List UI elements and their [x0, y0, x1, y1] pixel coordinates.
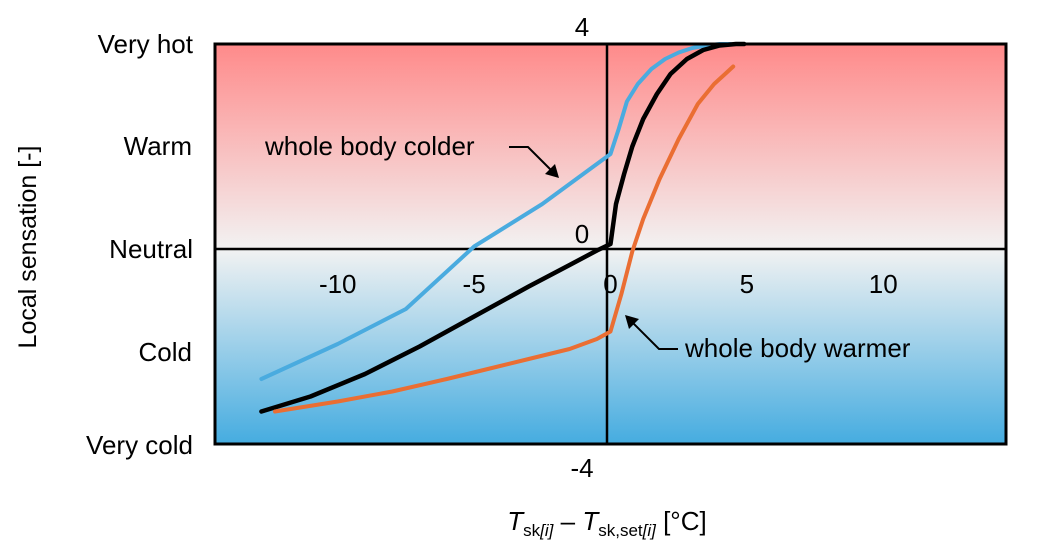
annotation-warmer-leader — [632, 322, 678, 350]
annotation-warmer-arrowhead — [625, 315, 639, 329]
y-value-zero: 0 — [575, 219, 589, 249]
y-label-neutral: Neutral — [109, 234, 193, 264]
x-title-var2: T — [582, 506, 600, 536]
x-title-sub2-italic: [i] — [642, 521, 658, 540]
x-tick-labels: -10 -5 0 5 10 — [319, 269, 898, 299]
y-label-very-cold: Very cold — [86, 430, 193, 460]
hot-band — [215, 44, 1006, 249]
x-title-sub1-italic: [i] — [539, 521, 555, 540]
x-tick-label: 5 — [740, 269, 754, 299]
y-axis-title: Local sensation [-] — [14, 146, 42, 349]
x-title-minus: – — [553, 506, 582, 536]
y-label-warm: Warm — [124, 131, 192, 161]
x-title-var1: T — [507, 506, 525, 536]
annotation-warmer: whole body warmer — [684, 333, 911, 363]
y-value-top: 4 — [575, 12, 589, 42]
plot-frame — [213, 42, 1008, 446]
y-label-cold: Cold — [139, 337, 192, 367]
annotation-colder: whole body colder — [264, 131, 475, 161]
series-line-warmer — [273, 64, 736, 414]
annotation-colder-arrowhead — [545, 164, 559, 178]
y-value-bottom: -4 — [570, 453, 593, 483]
x-tick-label: 0 — [603, 269, 617, 299]
series-line-colder — [259, 42, 733, 381]
series-layer — [259, 41, 747, 414]
cold-band — [215, 249, 1006, 444]
x-tick-label: -10 — [319, 269, 357, 299]
y-label-very-hot: Very hot — [98, 29, 194, 59]
x-tick-label: 10 — [869, 269, 898, 299]
x-axis-title: Tsk[i] – Tsk,set[i] [°C] — [507, 506, 706, 540]
series-line-neutral — [259, 41, 747, 414]
x-tick-label: -5 — [463, 269, 486, 299]
x-title-sub2: sk,set — [598, 521, 643, 540]
x-title-unit: [°C] — [656, 506, 707, 536]
x-title-sub1: sk — [523, 521, 541, 540]
annotation-colder-leader — [509, 146, 553, 172]
